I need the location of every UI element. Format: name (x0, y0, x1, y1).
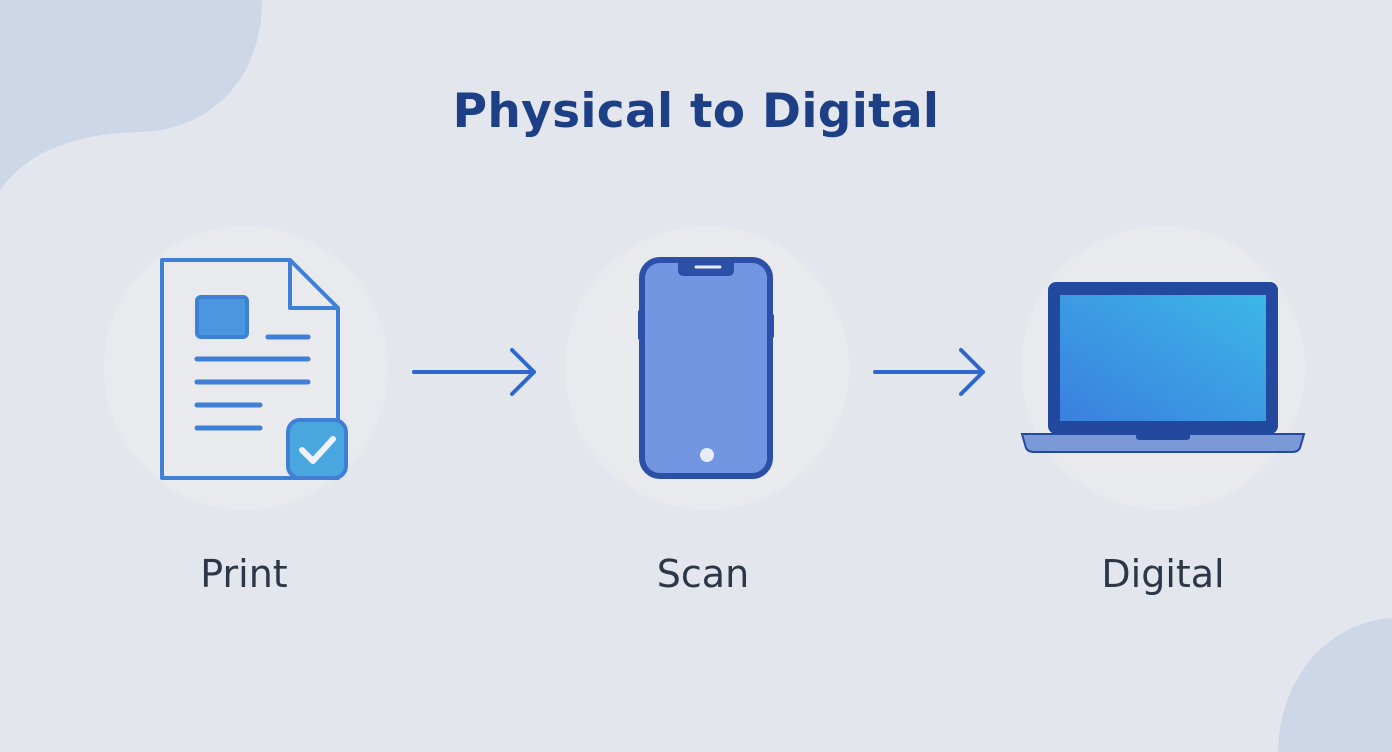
page-title: Physical to Digital (452, 84, 940, 139)
laptop-icon (1020, 282, 1306, 453)
step-label-print: Print (200, 552, 288, 596)
step-label-digital: Digital (1101, 552, 1225, 596)
background-blob-bottom-right (1278, 618, 1392, 752)
smartphone-icon (638, 257, 774, 479)
arrow-right-icon (412, 348, 536, 396)
arrow-right-icon (873, 348, 985, 396)
document-check-icon (160, 258, 348, 480)
step-label-scan: Scan (656, 552, 750, 596)
